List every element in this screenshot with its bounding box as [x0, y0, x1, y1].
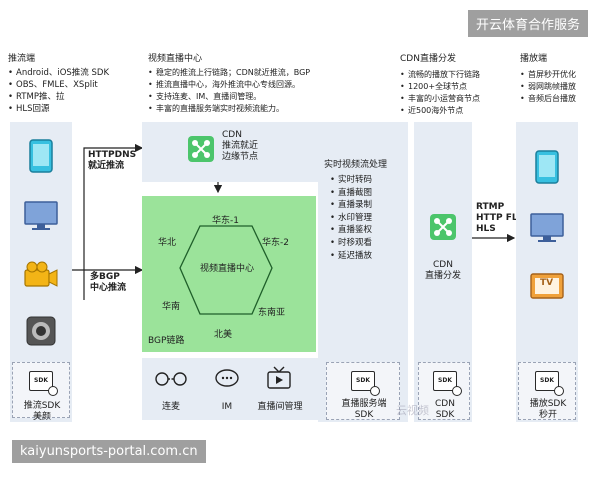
- region-label: 华南: [162, 302, 181, 312]
- bgp-label: BGP链路: [148, 336, 185, 346]
- processing-item: 水印管理: [330, 212, 372, 225]
- center-bullet: 丰富的直播服务端实时视频流能力。: [148, 103, 388, 115]
- feature-label: IM: [221, 402, 233, 412]
- tv-room-icon: [264, 364, 294, 392]
- play-sdk-label: 播放SDK 秒开: [529, 399, 567, 420]
- cdn-bullet: 近500海外节点: [400, 105, 510, 117]
- hub-label: 视频直播中心: [199, 264, 254, 274]
- center-section: 视频直播中心 稳定的推流上行链路；CDN就近推流，BGP 推流直播中心，海外推流…: [148, 54, 388, 115]
- center-title: 视频直播中心: [148, 54, 203, 64]
- webcam-icon: [22, 312, 60, 350]
- cdn-bullet: 丰富的小运营商节点: [400, 93, 510, 105]
- cdn-sdk-label: CDN SDK: [435, 399, 455, 420]
- processing-item: 直播鉴权: [330, 224, 372, 237]
- play-title: 播放端: [520, 54, 548, 64]
- push-sdk-label: 推流SDK 美颜: [23, 401, 61, 422]
- hub-hexagon: [179, 225, 273, 315]
- cdn-edge-panel: CDN 推流就近 边缘节点: [142, 122, 318, 182]
- faint-watermark: 云视频: [396, 404, 429, 417]
- play-sdk-box: SDK 播放SDK 秒开: [518, 362, 576, 420]
- link-mic-icon: [154, 366, 188, 392]
- push-section: 推流端 Android、iOS推流 SDK OBS、FMLE、XSplit RT…: [8, 54, 148, 115]
- protocols-label: RTMP HTTP FLV HLS: [476, 202, 524, 234]
- play-bullet: 首屏秒开优化: [520, 69, 600, 81]
- server-sdk-label: 直播服务端 SDK: [341, 399, 387, 420]
- center-bullet: 推流直播中心，海外推流中心专线回源。: [148, 79, 388, 91]
- sdk-icon: SDK: [351, 371, 380, 396]
- cdn-node-icon: [188, 136, 214, 162]
- processing-item: 延迟播放: [330, 250, 372, 263]
- feature-label: 连麦: [161, 402, 180, 412]
- cdn-node-icon: [430, 214, 456, 240]
- play-bullet: 音频后台播放: [520, 93, 600, 105]
- push-bullet: HLS回源: [8, 103, 148, 115]
- httpdns-label: HTTPDNS 就近推流: [88, 150, 137, 171]
- play-bullet: 弱网跳帧播放: [520, 81, 600, 93]
- region-label: 东南亚: [258, 308, 286, 318]
- push-title: 推流端: [8, 54, 36, 64]
- push-bullet: RTMP推、拉: [8, 91, 148, 103]
- tv-icon: TV: [526, 268, 568, 304]
- monitor-icon: [526, 210, 568, 246]
- sdk-icon: SDK: [433, 371, 462, 396]
- phone-icon: [22, 137, 60, 175]
- cdn-edge-label: CDN 推流就近 边缘节点: [222, 130, 259, 162]
- region-label: 华东-2: [262, 238, 289, 248]
- hub-panel: 华东-1 华东-2 华北 华南 东南亚 北美 视频直播中心 BGP链路: [142, 196, 316, 352]
- cdn-bullet: 1200+全球节点: [400, 81, 510, 93]
- server-sdk-box: SDK 直播服务端 SDK: [326, 362, 400, 420]
- cdn-node-label: CDN 直播分发: [424, 260, 461, 281]
- processing-list: 实时转码 直播截图 直播录制 水印管理 直播鉴权 时移观看 延迟播放: [330, 174, 372, 262]
- region-label: 华北: [158, 238, 177, 248]
- sdk-icon: SDK: [29, 371, 58, 396]
- phone-icon: [528, 148, 566, 186]
- watermark-bottom: kaiyunsports-portal.com.cn: [12, 440, 206, 463]
- region-label: 华东-1: [212, 216, 239, 226]
- processing-item: 实时转码: [330, 174, 372, 187]
- feature-panel: 连麦 IM 直播间管理: [142, 358, 318, 420]
- camera-icon: [20, 256, 62, 292]
- bgp-multi-label: 多BGP 中心推流: [90, 272, 127, 293]
- chat-icon: [212, 366, 242, 392]
- play-section: 播放端 首屏秒开优化 弱网跳帧播放 音频后台播放: [520, 54, 600, 105]
- cdn-bullet: 流畅的播放下行链路: [400, 69, 510, 81]
- center-bullet: 稳定的推流上行链路；CDN就近推流，BGP: [148, 67, 388, 79]
- processing-item: 时移观看: [330, 237, 372, 250]
- cdn-title: CDN直播分发: [400, 54, 456, 64]
- monitor-icon: [20, 198, 62, 234]
- processing-item: 直播截图: [330, 187, 372, 200]
- push-bullet: OBS、FMLE、XSplit: [8, 79, 148, 91]
- tv-icon-text: TV: [540, 278, 554, 288]
- region-label: 北美: [214, 330, 233, 340]
- cdn-sdk-box: SDK CDN SDK: [418, 362, 470, 420]
- push-bullet: Android、iOS推流 SDK: [8, 67, 148, 79]
- watermark-top: 开云体育合作服务: [467, 10, 588, 37]
- processing-item: 直播录制: [330, 199, 372, 212]
- processing-title: 实时视频流处理: [324, 160, 388, 170]
- push-sdk-box: SDK 推流SDK 美颜: [12, 362, 70, 422]
- sdk-icon: SDK: [535, 371, 564, 396]
- feature-label: 直播间管理: [257, 402, 303, 412]
- cdn-section: CDN直播分发 流畅的播放下行链路 1200+全球节点 丰富的小运营商节点 近5…: [400, 54, 510, 117]
- center-bullet: 支持连麦、IM、直播间管理。: [148, 91, 388, 103]
